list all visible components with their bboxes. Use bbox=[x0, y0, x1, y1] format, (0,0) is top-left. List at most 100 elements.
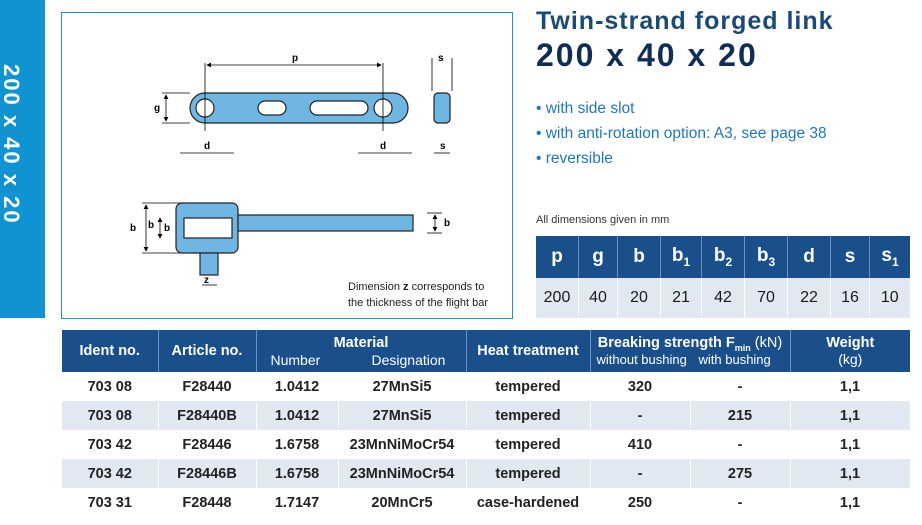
product-title: Twin-strand forged link bbox=[536, 7, 834, 35]
cell-ident: 703 08 bbox=[62, 401, 159, 430]
cell-without-bushing: 250 bbox=[590, 488, 691, 517]
cell-designation: 23MnNiMoCr54 bbox=[338, 430, 467, 459]
cell-with-bushing: 215 bbox=[690, 401, 791, 430]
dimensions-note: All dimensions given in mm bbox=[536, 214, 670, 226]
spec-table: Ident no. Article no. Material Number De… bbox=[62, 330, 911, 517]
cell-article: F28448 bbox=[158, 488, 257, 517]
dim-label-b: b bbox=[444, 218, 450, 229]
header-number: Number bbox=[270, 352, 321, 368]
cell-designation: 27MnSi5 bbox=[338, 372, 467, 401]
cell-with-bushing: - bbox=[690, 430, 791, 459]
cell-heat: tempered bbox=[466, 459, 591, 488]
dim-header: b3 bbox=[744, 236, 788, 278]
table-row: 703 08 F28440 1.0412 27MnSi5 tempered 32… bbox=[62, 372, 911, 401]
technical-drawing: p g d d s s b b b b z Dimension z corres… bbox=[61, 12, 513, 319]
cell-article: F28440B bbox=[158, 401, 257, 430]
cell-weight: 1,1 bbox=[790, 401, 911, 430]
cell-with-bushing: - bbox=[690, 488, 791, 517]
cell-designation: 20MnCr5 bbox=[338, 488, 467, 517]
cell-number: 1.6758 bbox=[256, 430, 339, 459]
header-heat: Heat treatment bbox=[466, 330, 591, 372]
cell-article: F28446 bbox=[158, 430, 257, 459]
dim-label-d2: d bbox=[380, 141, 386, 152]
dim-label-s: s bbox=[440, 141, 446, 152]
dim-value: 20 bbox=[617, 278, 661, 318]
dim-label-g: g bbox=[154, 103, 160, 114]
cell-designation: 27MnSi5 bbox=[338, 401, 467, 430]
header-breaking: Breaking strength Fmin (kN) without bush… bbox=[590, 330, 791, 372]
cell-weight: 1,1 bbox=[790, 488, 911, 517]
cell-article: F28446B bbox=[158, 459, 257, 488]
header-designation: Designation bbox=[371, 352, 446, 368]
cell-number: 1.0412 bbox=[256, 372, 339, 401]
feature-item: reversible bbox=[536, 146, 827, 171]
cell-number: 1.6758 bbox=[256, 459, 339, 488]
dim-label-b1: b bbox=[164, 223, 170, 234]
header-ident: Ident no. bbox=[62, 330, 159, 372]
dim-header: d bbox=[787, 236, 831, 278]
cell-heat: case-hardened bbox=[466, 488, 591, 517]
product-size: 200 x 40 x 20 bbox=[536, 37, 758, 73]
feature-item: with side slot bbox=[536, 96, 827, 121]
cell-designation: 23MnNiMoCr54 bbox=[338, 459, 467, 488]
cell-weight: 1,1 bbox=[790, 459, 911, 488]
link-bottom-view bbox=[175, 202, 414, 276]
cell-ident: 703 31 bbox=[62, 488, 159, 517]
header-weight: Weight (kg) bbox=[790, 330, 910, 372]
cell-heat: tempered bbox=[466, 372, 591, 401]
dim-label-b3: b bbox=[130, 223, 136, 234]
cell-without-bushing: - bbox=[590, 401, 691, 430]
dimension-note: Dimension z corresponds to the thickness… bbox=[348, 281, 489, 309]
table-row: 703 42 F28446B 1.6758 23MnNiMoCr54 tempe… bbox=[62, 459, 911, 488]
table-row: 703 31 F28448 1.7147 20MnCr5 case-harden… bbox=[62, 488, 911, 517]
dim-header: s bbox=[830, 236, 870, 278]
dim-value: 21 bbox=[660, 278, 702, 318]
header-without-bushing: without bushing bbox=[596, 352, 687, 367]
cell-weight: 1,1 bbox=[790, 430, 911, 459]
cell-without-bushing: 410 bbox=[590, 430, 691, 459]
cell-with-bushing: - bbox=[690, 372, 791, 401]
dim-header: b1 bbox=[660, 236, 702, 278]
cell-heat: tempered bbox=[466, 401, 591, 430]
link-diagram: p g d d s s b b b b z bbox=[130, 53, 453, 286]
cell-without-bushing: - bbox=[590, 459, 691, 488]
table-row: 703 08 F28440B 1.0412 27MnSi5 tempered -… bbox=[62, 401, 911, 430]
cell-article: F28440 bbox=[158, 372, 257, 401]
header-article: Article no. bbox=[158, 330, 257, 372]
dim-value: 16 bbox=[830, 278, 870, 318]
feature-item: with anti-rotation option: A3, see page … bbox=[536, 121, 827, 146]
cell-ident: 703 08 bbox=[62, 372, 159, 401]
dim-header: b2 bbox=[701, 236, 745, 278]
cell-weight: 1,1 bbox=[790, 372, 911, 401]
sidebar-label: 200 x 40 x 20 bbox=[0, 64, 24, 225]
cell-without-bushing: 320 bbox=[590, 372, 691, 401]
dim-value: 200 bbox=[536, 278, 579, 318]
cell-ident: 703 42 bbox=[62, 459, 159, 488]
table-row: 703 42 F28446 1.6758 23MnNiMoCr54 temper… bbox=[62, 430, 911, 459]
dim-label-p: p bbox=[292, 53, 298, 64]
dim-value: 22 bbox=[787, 278, 831, 318]
cell-number: 1.0412 bbox=[256, 401, 339, 430]
dim-label-z: z bbox=[204, 275, 209, 286]
dim-header: b bbox=[617, 236, 661, 278]
dim-label-s1: s bbox=[438, 53, 444, 64]
cell-ident: 703 42 bbox=[62, 430, 159, 459]
header-material: Material Number Designation bbox=[256, 330, 467, 372]
dim-value: 70 bbox=[744, 278, 788, 318]
header-with-bushing: with bushing bbox=[698, 352, 771, 367]
dim-header: g bbox=[578, 236, 618, 278]
dim-header: s1 bbox=[869, 236, 910, 278]
dim-header: p bbox=[536, 236, 579, 278]
feature-list: with side slot with anti-rotation option… bbox=[536, 96, 827, 171]
sidebar-tab: 200 x 40 x 20 bbox=[0, 0, 45, 318]
cell-number: 1.7147 bbox=[256, 488, 339, 517]
dim-value: 40 bbox=[578, 278, 618, 318]
dim-label-b2: b bbox=[148, 220, 154, 231]
cell-heat: tempered bbox=[466, 430, 591, 459]
link-top-view bbox=[189, 92, 451, 124]
dim-label-d: d bbox=[204, 141, 210, 152]
dim-value: 10 bbox=[869, 278, 911, 318]
dim-value: 42 bbox=[701, 278, 745, 318]
dimensions-table: p g b b1 b2 b3 d s s1 200 40 20 21 42 70… bbox=[536, 236, 911, 318]
cell-with-bushing: 275 bbox=[690, 459, 791, 488]
